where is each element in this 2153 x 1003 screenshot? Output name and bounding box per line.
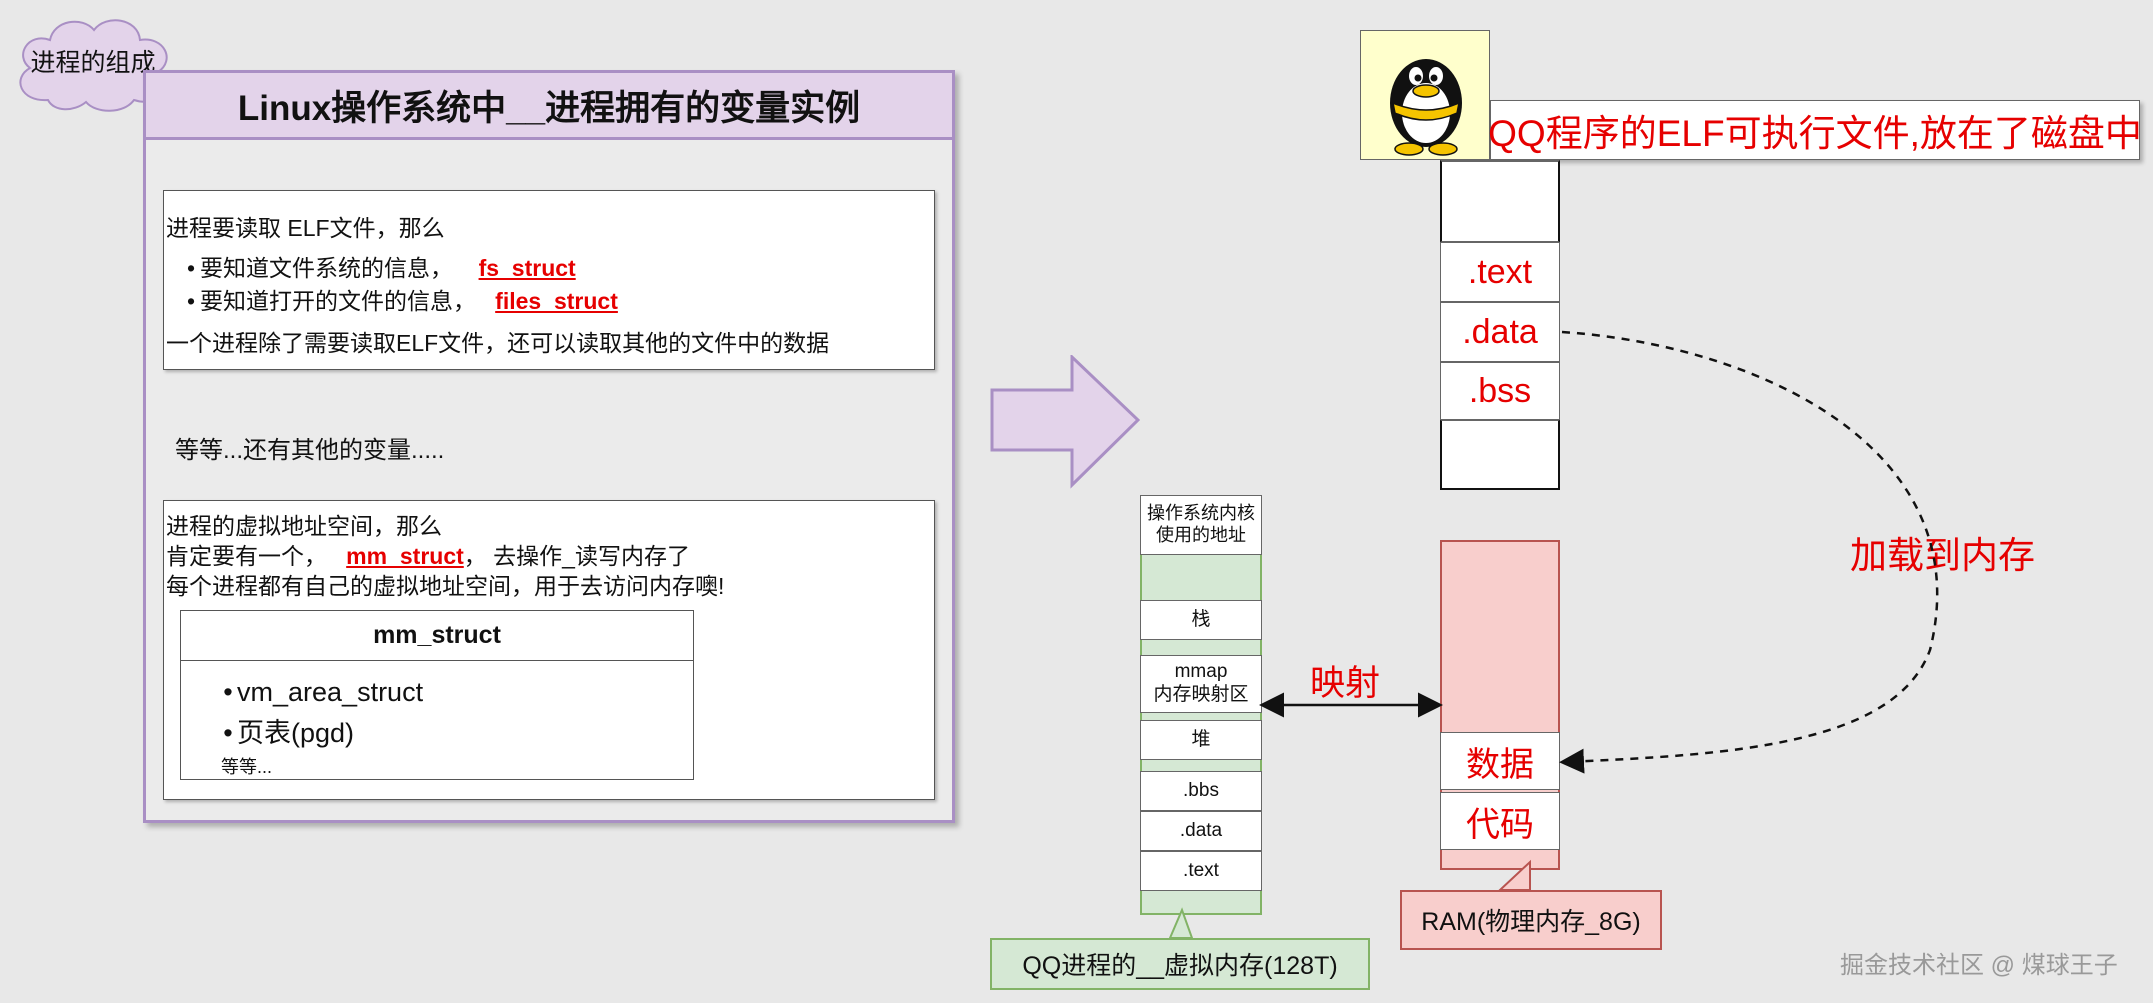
kernel-space-cell: 操作系统内核 使用的地址 bbox=[1140, 495, 1262, 555]
panel-title: Linux操作系统中__进程拥有的变量实例 bbox=[143, 70, 955, 140]
vm-data-cell: .data bbox=[1140, 811, 1262, 851]
mm-item-vm-area: •vm_area_struct bbox=[219, 677, 423, 708]
elf-text-section: .text bbox=[1440, 242, 1560, 302]
bullet-icon: • bbox=[223, 718, 233, 748]
ram-callout: RAM(物理内存_8G) bbox=[1400, 890, 1662, 950]
cloud-shape: 进程的组成 bbox=[8, 8, 178, 118]
vas-line-1: 进程的虚拟地址空间，那么 bbox=[166, 513, 442, 539]
elf-bss-section: .bss bbox=[1440, 362, 1560, 420]
pgd-text: 页表(pgd) bbox=[237, 718, 355, 748]
other-variables-text: 等等...还有其他的变量..... bbox=[175, 437, 445, 464]
elf-header-cell bbox=[1440, 160, 1560, 242]
qq-logo bbox=[1360, 30, 1490, 160]
elf-footer-text: 一个进程除了需要读取ELF文件，还可以读取其他的文件中的数据 bbox=[166, 330, 830, 356]
cloud-icon bbox=[19, 19, 168, 112]
vas-line-2-prefix: 肯定要有一个， bbox=[166, 543, 327, 569]
bullet-icon: • bbox=[186, 255, 196, 281]
mm-etc-text: 等等... bbox=[221, 757, 273, 777]
mm-struct-box: mm_struct •vm_area_struct •页表(pgd) 等等... bbox=[180, 610, 694, 780]
stack-cell: 栈 bbox=[1140, 600, 1262, 640]
ram-code-cell: 代码 bbox=[1440, 792, 1560, 850]
vm-text-cell: .text bbox=[1140, 851, 1262, 891]
mm-struct-link: mm_struct bbox=[346, 543, 464, 569]
vas-line-2-suffix: ， 去操作_读写内存了 bbox=[463, 543, 690, 569]
fs-struct-item: •要知道文件系统的信息， fs_struct bbox=[182, 249, 576, 283]
elf-footer-cell bbox=[1440, 420, 1560, 490]
vm-area-struct-text: vm_area_struct bbox=[237, 677, 424, 707]
files-struct-text: 要知道打开的文件的信息， bbox=[200, 288, 476, 314]
mmap-cell: mmap 内存映射区 bbox=[1140, 655, 1262, 713]
mm-item-pgd: •页表(pgd) bbox=[219, 711, 354, 750]
cloud-label: 进程的组成 bbox=[30, 49, 156, 77]
virtual-memory-callout: QQ进程的__虚拟内存(128T) bbox=[990, 938, 1370, 990]
bullet-icon: • bbox=[223, 677, 233, 707]
vas-line-2: 肯定要有一个， mm_struct， 去操作_读写内存了 bbox=[166, 537, 690, 571]
ram-data-cell: 数据 bbox=[1440, 732, 1560, 790]
elf-read-box: 进程要读取 ELF文件，那么 •要知道文件系统的信息， fs_struct •要… bbox=[163, 190, 935, 370]
right-arrow-icon bbox=[990, 355, 1140, 489]
heap-cell: 堆 bbox=[1140, 720, 1262, 760]
load-to-memory-label: 加载到内存 bbox=[1850, 535, 2035, 576]
elf-file-label: QQ程序的ELF可执行文件,放在了磁盘中 bbox=[1488, 100, 2142, 160]
qq-penguin-icon bbox=[1390, 59, 1462, 156]
files-struct-link: files_struct bbox=[495, 288, 618, 314]
mm-struct-title: mm_struct bbox=[181, 611, 693, 661]
watermark: 掘金技术社区 @ 煤球王子 bbox=[1840, 952, 2118, 979]
mapping-label: 映射 bbox=[1310, 664, 1381, 703]
bbs-cell: .bbs bbox=[1140, 771, 1262, 811]
fs-struct-text: 要知道文件系统的信息， bbox=[200, 255, 453, 281]
bullet-icon: • bbox=[186, 288, 196, 314]
vas-line-3: 每个进程都有自己的虚拟地址空间，用于去访问内存噢! bbox=[166, 573, 725, 599]
fs-struct-link: fs_struct bbox=[478, 255, 576, 281]
files-struct-item: •要知道打开的文件的信息， files_struct bbox=[182, 282, 618, 316]
elf-data-section: .data bbox=[1440, 302, 1560, 362]
elf-intro-text: 进程要读取 ELF文件，那么 bbox=[166, 215, 445, 241]
